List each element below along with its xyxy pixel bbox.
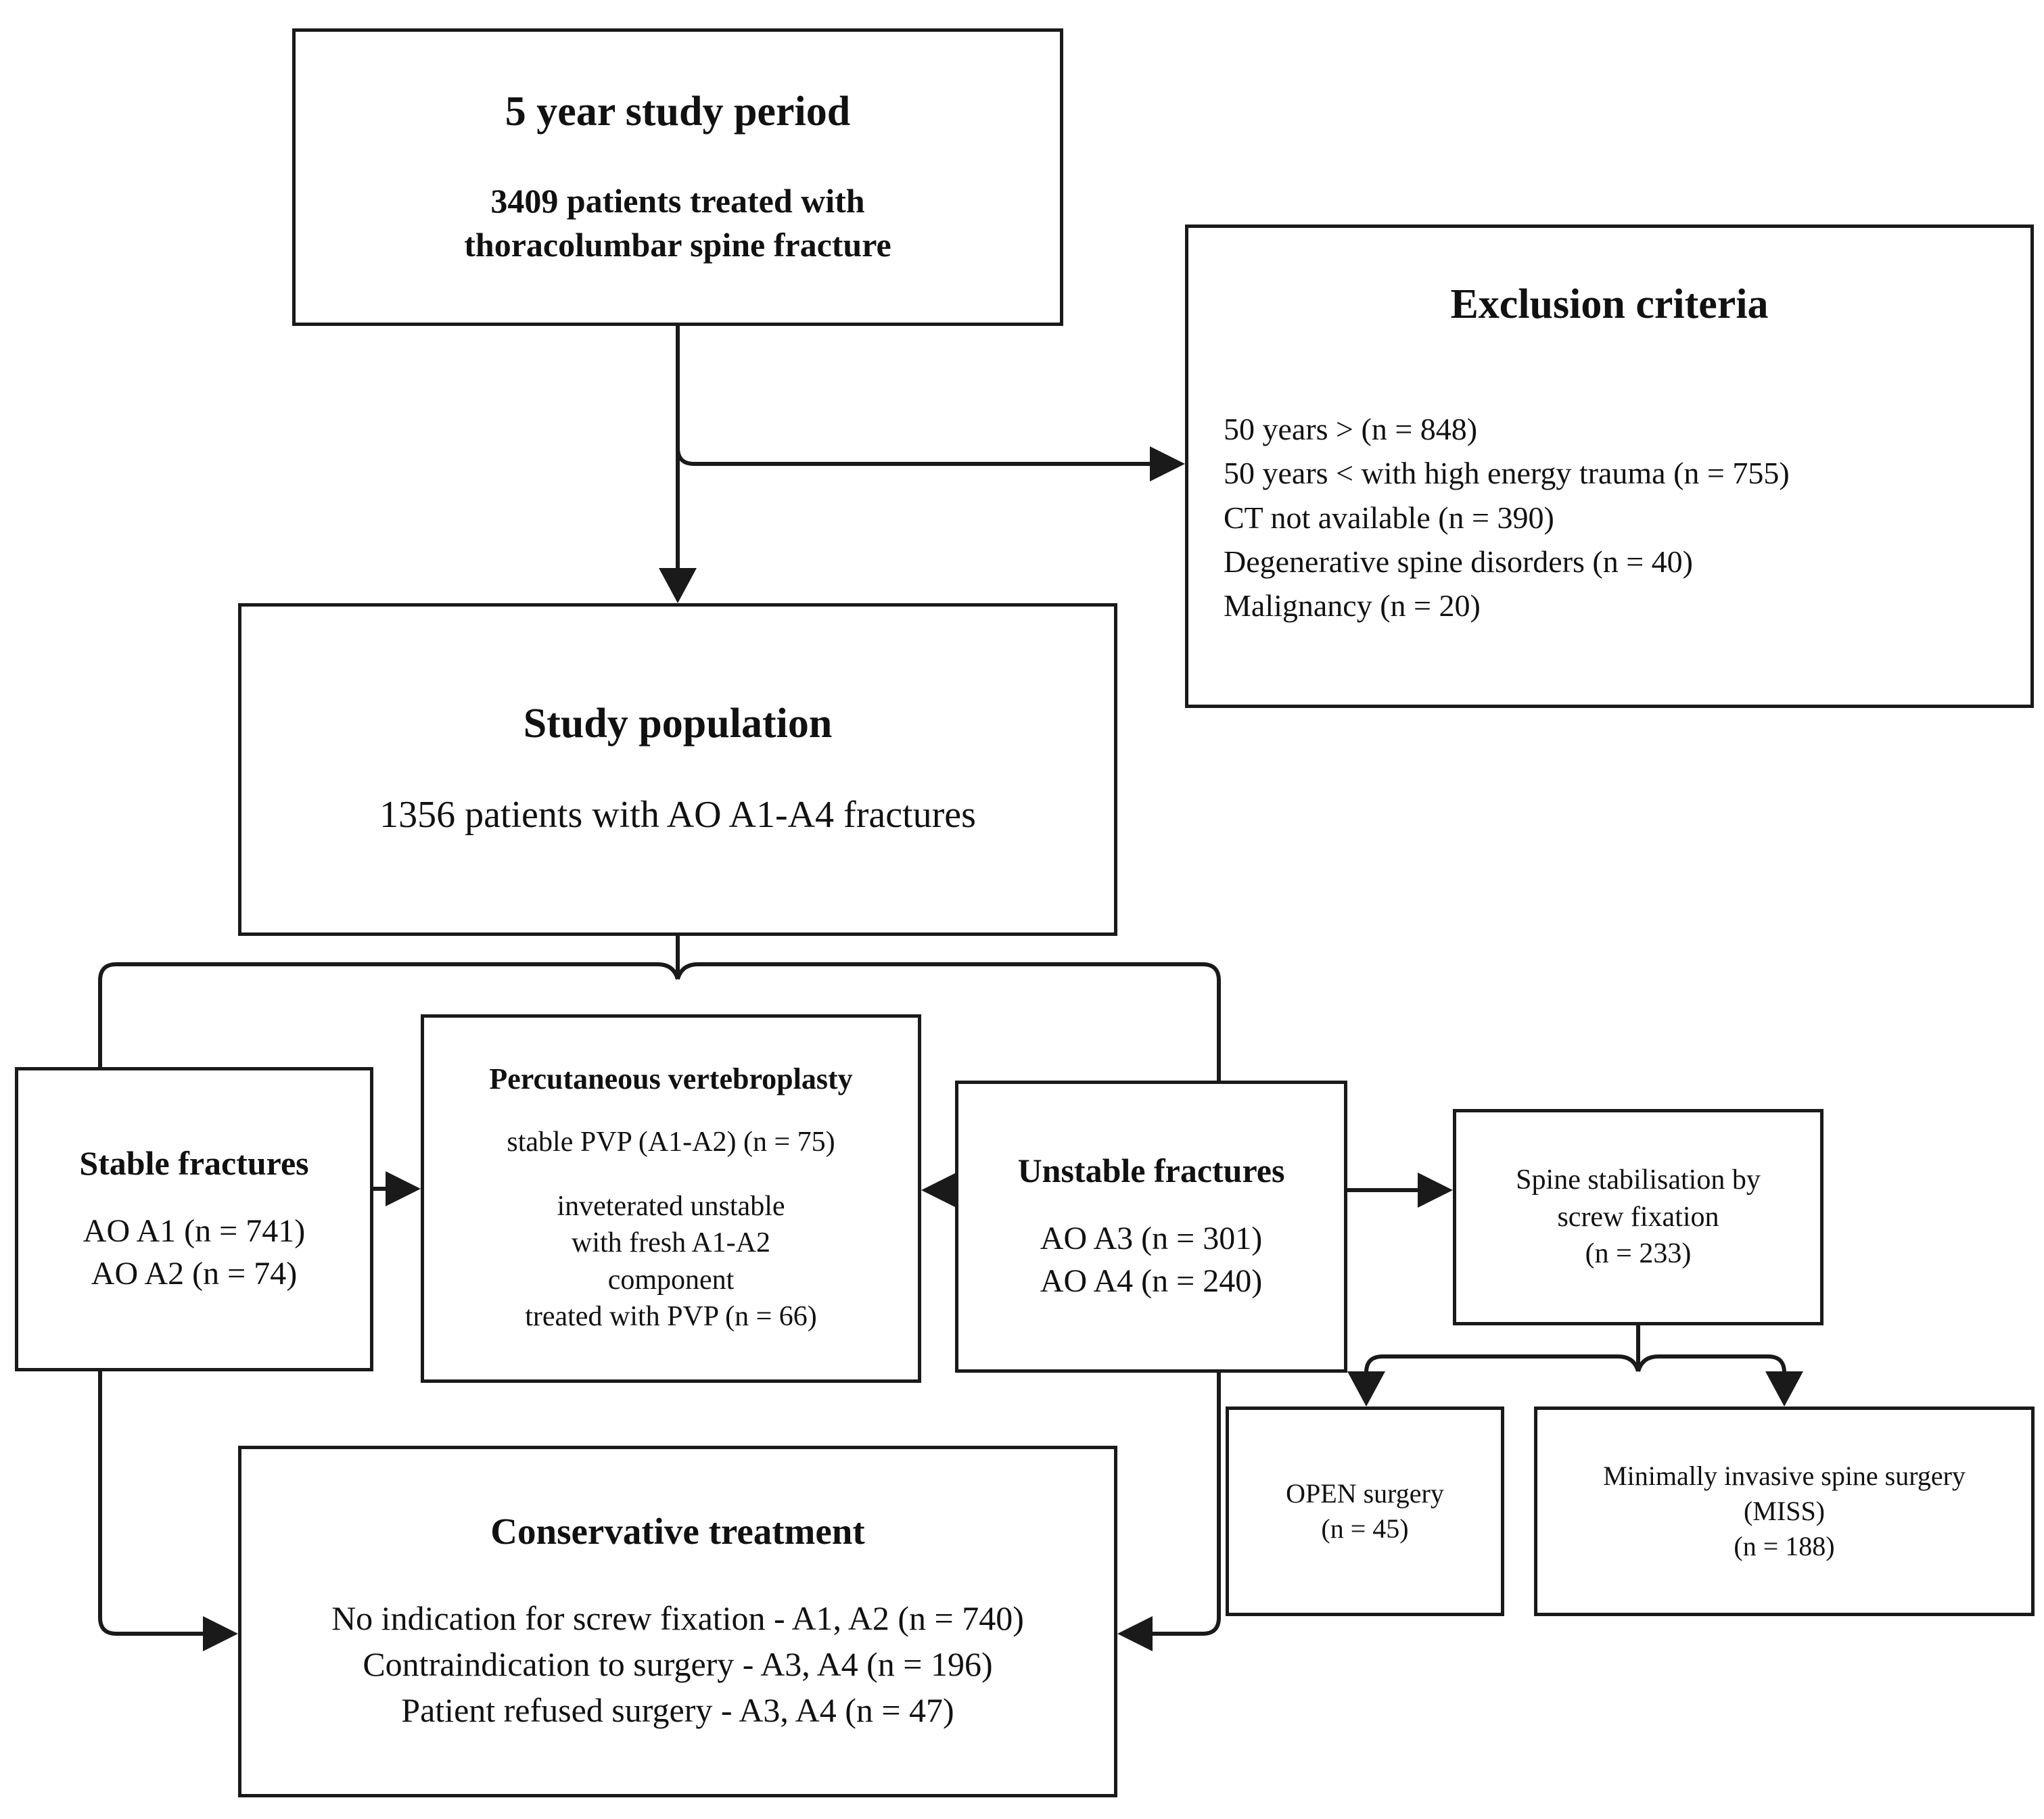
conservative-line3: Patient refused surgery - A3, A4 (n = 47… bbox=[401, 1691, 954, 1730]
exclusion-list: 50 years > (n = 848) 50 years < with hig… bbox=[1188, 407, 1790, 628]
exclusion-item: Degenerative spine disorders (n = 40) bbox=[1224, 544, 1693, 579]
node-exclusion-criteria: Exclusion criteria 50 years > (n = 848) … bbox=[1185, 225, 2034, 708]
screw-line1: Spine stabilisation by bbox=[1516, 1164, 1761, 1196]
open-line1: OPEN surgery bbox=[1286, 1478, 1444, 1509]
pvp-line2: inveterated unstable bbox=[557, 1190, 785, 1222]
edge-screw-to-miss bbox=[1636, 1354, 1786, 1386]
conservative-line2: Contraindication to surgery - A3, A4 (n … bbox=[363, 1645, 993, 1684]
pvp-line4: component bbox=[607, 1264, 735, 1296]
edge-screw-to-open bbox=[1364, 1354, 1640, 1386]
arrowhead-screw-to-miss bbox=[1765, 1371, 1803, 1407]
stable-line1: AO A1 (n = 741) bbox=[83, 1213, 306, 1250]
node-conservative-treatment: Conservative treatment No indication for… bbox=[238, 1446, 1117, 1797]
arrowhead-stable-to-pvp bbox=[386, 1171, 421, 1206]
node-screw-fixation: Spine stabilisation by screw fixation (n… bbox=[1453, 1109, 1824, 1325]
conservative-line1: No indication for screw fixation - A1, A… bbox=[331, 1599, 1024, 1638]
stable-title: Stable fractures bbox=[79, 1144, 309, 1183]
arrowhead-stable-to-conservative bbox=[203, 1616, 238, 1651]
study-period-line2: thoracolumbar spine fracture bbox=[464, 225, 891, 264]
node-stable-fractures: Stable fractures AO A1 (n = 741) AO A2 (… bbox=[15, 1067, 373, 1371]
study-period-title: 5 year study period bbox=[505, 89, 851, 135]
screw-line2: screw fixation bbox=[1557, 1201, 1719, 1233]
arrowhead-to-study-population bbox=[659, 568, 697, 603]
unstable-title: Unstable fractures bbox=[1017, 1152, 1285, 1190]
arrowhead-to-exclusion bbox=[1150, 446, 1185, 481]
miss-line3: (n = 188) bbox=[1734, 1531, 1835, 1561]
arrowhead-unstable-to-conservative bbox=[1117, 1616, 1153, 1651]
study-population-title: Study population bbox=[523, 701, 833, 747]
arrowhead-unstable-to-pvp bbox=[921, 1173, 956, 1208]
exclusion-item: 50 years < with high energy trauma (n = … bbox=[1224, 456, 1790, 491]
edge-stable-to-conservative bbox=[98, 1371, 218, 1636]
screw-line3: (n = 233) bbox=[1585, 1238, 1692, 1270]
node-open-surgery: OPEN surgery (n = 45) bbox=[1226, 1407, 1504, 1616]
unstable-line2: AO A4 (n = 240) bbox=[1040, 1262, 1263, 1299]
edge-study-period-to-exclusion bbox=[676, 447, 1165, 466]
study-period-line1: 3409 patients treated with bbox=[490, 181, 865, 220]
arrowhead-screw-to-open bbox=[1347, 1371, 1385, 1407]
stable-line2: AO A2 (n = 74) bbox=[91, 1255, 298, 1292]
pvp-line1: stable PVP (A1-A2) (n = 75) bbox=[507, 1126, 835, 1158]
unstable-line1: AO A3 (n = 301) bbox=[1040, 1221, 1263, 1257]
exclusion-item: CT not available (n = 390) bbox=[1224, 500, 1554, 535]
node-unstable-fractures: Unstable fractures AO A3 (n = 301) AO A4… bbox=[955, 1081, 1347, 1373]
pvp-line3: with fresh A1-A2 bbox=[572, 1227, 770, 1259]
open-line2: (n = 45) bbox=[1321, 1513, 1409, 1544]
node-study-period: 5 year study period 3409 patients treate… bbox=[292, 28, 1063, 326]
miss-line1: Minimally invasive spine surgery bbox=[1603, 1461, 1966, 1491]
arrowhead-unstable-to-screw bbox=[1418, 1173, 1453, 1208]
pvp-line5: treated with PVP (n = 66) bbox=[525, 1301, 817, 1333]
edge-unstable-to-conservative bbox=[1138, 1373, 1221, 1636]
node-percutaneous-vertebroplasty: Percutaneous vertebroplasty stable PVP (… bbox=[421, 1014, 921, 1383]
pvp-title: Percutaneous vertebroplasty bbox=[489, 1062, 853, 1096]
study-population-line1: 1356 patients with AO A1-A4 fractures bbox=[379, 794, 976, 836]
exclusion-item: 50 years > (n = 848) bbox=[1224, 412, 1478, 446]
node-minimally-invasive-spine-surgery: Minimally invasive spine surgery (MISS) … bbox=[1534, 1407, 2035, 1616]
exclusion-title: Exclusion criteria bbox=[1450, 281, 1769, 327]
miss-line2: (MISS) bbox=[1743, 1496, 1826, 1526]
node-study-population: Study population 1356 patients with AO A… bbox=[238, 603, 1117, 936]
exclusion-item: Malignancy (n = 20) bbox=[1224, 588, 1481, 623]
conservative-title: Conservative treatment bbox=[490, 1510, 865, 1552]
